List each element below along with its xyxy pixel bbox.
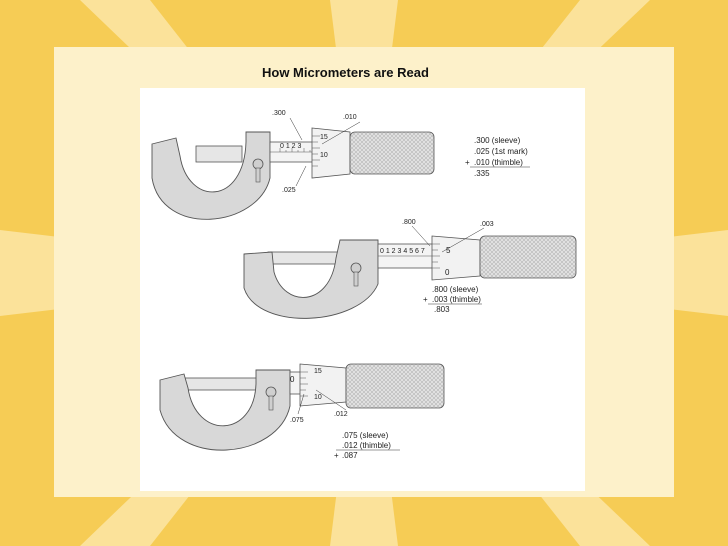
sleeve-scale-1: 0 1 2 3: [280, 143, 302, 150]
frame-3: [159, 369, 291, 451]
slide-title: How Micrometers are Read: [262, 65, 429, 80]
calc-plus-1: +: [465, 158, 470, 167]
thimble-2: [431, 235, 481, 281]
micrometer-1: .300 .010 .025 0 1 2 3 15 10 .300 (sleev…: [151, 110, 530, 220]
calc-plus-3: +: [334, 451, 339, 460]
anvil-3: [179, 377, 267, 391]
thimble-pointer-1: .010: [343, 114, 357, 121]
thimble-scale-bottom-2: 0: [445, 268, 450, 277]
calc-total-2: .803: [434, 305, 450, 314]
ratchet-grip-3: [345, 363, 445, 409]
calc-sleeve-3: .075 (sleeve): [342, 431, 389, 440]
frame-1: [151, 131, 271, 220]
calc-thimble-3: .012 (thimble): [342, 441, 391, 450]
thimble-pointer-2: .003: [480, 221, 494, 228]
thimble-3: [299, 363, 347, 407]
sleeve-scale-3: 0: [290, 375, 295, 384]
thimble-scale-top-3: 15: [314, 368, 322, 375]
thimble-1: [311, 127, 351, 179]
calc-thimble-1: .010 (thimble): [474, 158, 523, 167]
calc-sleeve-1: .300 (sleeve): [474, 136, 521, 145]
thimble-pointer-3: .012: [334, 411, 348, 418]
sleeve-pointer-1: .300: [272, 110, 286, 117]
calc-total-1: .335: [474, 169, 490, 178]
calc-first-mark-1: .025 (1st mark): [474, 147, 528, 156]
anvil-1: [195, 145, 243, 163]
thimble-scale-top-1: 15: [320, 134, 328, 141]
thimble-scale-top-2: 5: [446, 246, 451, 255]
frame-2: [243, 239, 379, 319]
anvil-2: [267, 251, 339, 265]
thimble-scale-bottom-1: 10: [320, 152, 328, 159]
ratchet-grip-1: [349, 131, 435, 175]
lock-knob-1: [252, 158, 264, 170]
calc-plus-2: +: [423, 295, 428, 304]
lock-knob-2: [350, 262, 362, 274]
calc-sleeve-2: .800 (sleeve): [432, 285, 479, 294]
sleeve-pointer-2: .800: [402, 219, 416, 226]
sleeve-scale-2: 0 1 2 3 4 5 6 7: [380, 248, 425, 255]
sleeve-pointer-3: .075: [290, 417, 304, 424]
micrometer-2: .800 .003 0 1 2 3 4 5 6 7 5 0 .800 (slee…: [243, 219, 577, 319]
calc-thimble-2: .003 (thimble): [432, 295, 481, 304]
lock-knob-3: [265, 386, 277, 398]
thimble-scale-bottom-3: 10: [314, 394, 322, 401]
first-mark-pointer-1: .025: [282, 187, 296, 194]
micrometer-figure: .300 .010 .025 0 1 2 3 15 10 .300 (sleev…: [140, 88, 585, 491]
ratchet-grip-2: [479, 235, 577, 279]
micrometer-3: .075 .012 0 15 10 .075 (sleeve) .012 (th…: [159, 363, 445, 460]
calc-total-3: .087: [342, 451, 358, 460]
